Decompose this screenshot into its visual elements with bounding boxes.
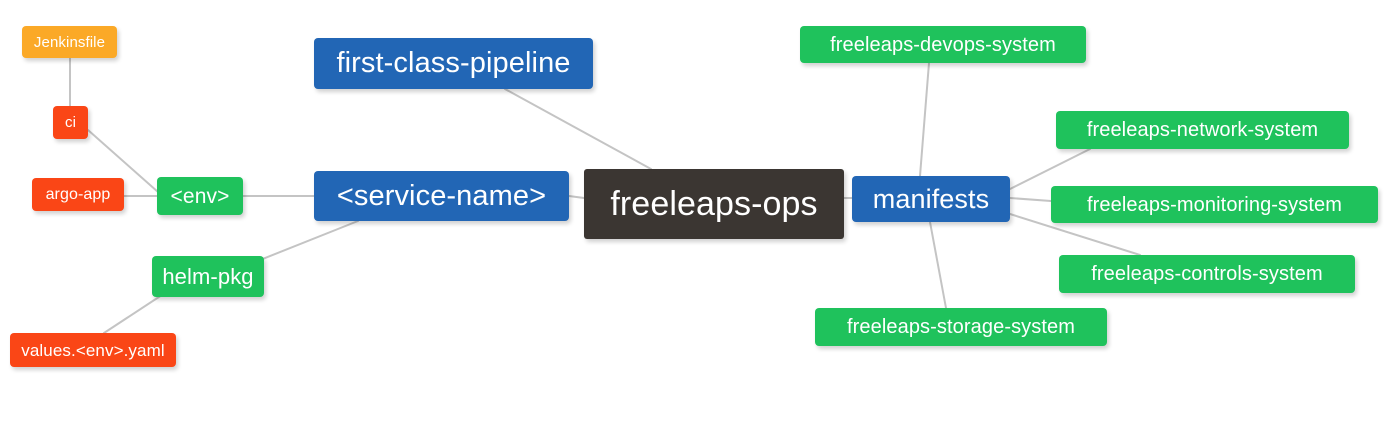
edge-service-name-to-freeleaps-ops (568, 195, 585, 199)
node-label-env: <env> (170, 184, 230, 208)
node-jenkinsfile[interactable]: Jenkinsfile (22, 26, 117, 58)
node-env[interactable]: <env> (157, 177, 243, 215)
node-manifests[interactable]: manifests (852, 176, 1010, 222)
node-freeleaps-storage-system[interactable]: freeleaps-storage-system (815, 308, 1107, 346)
edge-manifests-to-freeleaps-devops-system (919, 62, 930, 177)
node-label-freeleaps-controls-system: freeleaps-controls-system (1091, 263, 1323, 285)
edge-manifests-to-freeleaps-monitoring-system (1009, 197, 1052, 202)
edge-helm-pkg-to-values-env-yaml (103, 290, 169, 334)
node-label-first-class-pipeline: first-class-pipeline (336, 47, 571, 79)
node-label-freeleaps-monitoring-system: freeleaps-monitoring-system (1086, 193, 1342, 216)
node-service-name[interactable]: <service-name> (314, 171, 569, 221)
edge-manifests-to-freeleaps-network-system (1009, 148, 1091, 190)
node-values-env-yaml[interactable]: values.<env>.yaml (10, 333, 176, 367)
edge-first-class-pipeline-to-freeleaps-ops (504, 88, 652, 170)
node-freeleaps-devops-system[interactable]: freeleaps-devops-system (800, 26, 1086, 63)
node-label-freeleaps-devops-system: freeleaps-devops-system (830, 33, 1056, 56)
node-label-service-name: <service-name> (336, 179, 547, 212)
node-freeleaps-monitoring-system[interactable]: freeleaps-monitoring-system (1051, 186, 1378, 223)
node-helm-pkg[interactable]: helm-pkg (152, 256, 264, 297)
node-label-helm-pkg: helm-pkg (162, 263, 254, 289)
node-ci[interactable]: ci (53, 106, 88, 139)
node-freeleaps-controls-system[interactable]: freeleaps-controls-system (1059, 255, 1355, 293)
node-label-freeleaps-network-system: freeleaps-network-system (1086, 119, 1319, 141)
node-freeleaps-ops[interactable]: freeleaps-ops (584, 169, 844, 239)
node-first-class-pipeline[interactable]: first-class-pipeline (314, 38, 593, 89)
edge-manifests-to-freeleaps-storage-system (929, 221, 947, 309)
node-label-manifests: manifests (872, 183, 990, 214)
edge-service-name-to-helm-pkg (249, 220, 359, 265)
node-label-freeleaps-storage-system: freeleaps-storage-system (846, 316, 1076, 338)
node-argo-app[interactable]: argo-app (32, 178, 124, 211)
node-label-jenkinsfile: Jenkinsfile (33, 33, 106, 51)
node-label-values-env-yaml: values.<env>.yaml (21, 340, 165, 360)
node-label-ci: ci (64, 114, 77, 131)
node-label-freeleaps-ops: freeleaps-ops (610, 185, 818, 223)
node-freeleaps-network-system[interactable]: freeleaps-network-system (1056, 111, 1349, 149)
node-label-argo-app: argo-app (45, 185, 111, 203)
